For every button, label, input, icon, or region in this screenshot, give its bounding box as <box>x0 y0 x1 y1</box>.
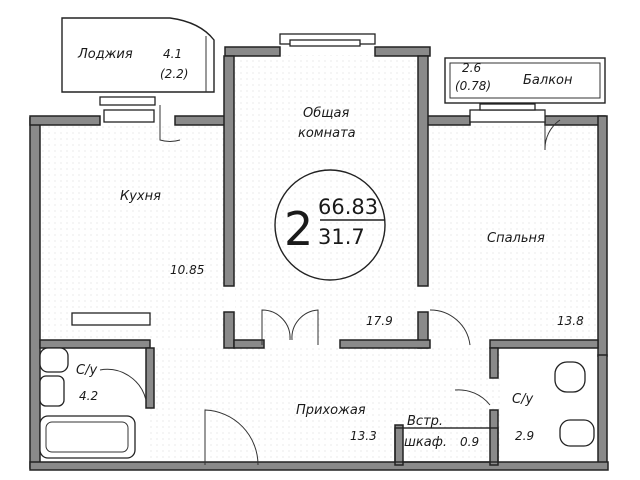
right-bathroom-fixtures <box>554 361 595 447</box>
loggia-area-alt: (2.2) <box>160 67 188 81</box>
hall-area: 13.3 <box>350 429 377 443</box>
bath-left-name: С/у <box>76 363 97 378</box>
living-area: 17.9 <box>366 314 393 328</box>
living-area: 31.7 <box>318 225 365 249</box>
kitchen-area: 10.85 <box>170 263 204 277</box>
balcony-outline <box>444 57 606 104</box>
loggia-name: Лоджия <box>77 47 133 62</box>
living-name-line1: Общая <box>303 106 349 121</box>
hall-name: Прихожая <box>296 403 366 418</box>
total-area: 66.83 <box>318 195 378 219</box>
closet-area: 0.9 <box>460 435 479 449</box>
left-bathroom-fixtures <box>39 347 136 459</box>
balcony-area-alt: (0.78) <box>455 79 491 93</box>
kitchen-name: Кухня <box>120 189 161 204</box>
hall-area-fill <box>150 348 500 460</box>
bath-right-name: С/у <box>512 392 533 407</box>
living-area-fill <box>235 55 420 340</box>
loggia-outline <box>61 17 215 93</box>
loggia-area: 4.1 <box>163 47 182 61</box>
bedroom-area-fill <box>428 125 598 340</box>
kitchen-area-fill <box>40 125 225 340</box>
closet-name-line1: Встр. <box>407 414 443 429</box>
balcony-area: 2.6 <box>462 61 481 75</box>
doors <box>99 105 561 466</box>
outer-walls <box>29 46 609 471</box>
bedroom-name: Спальня <box>487 231 545 246</box>
balcony-name: Балкон <box>523 73 573 88</box>
bath-left-area: 4.2 <box>79 389 98 403</box>
windows <box>71 33 546 326</box>
bedroom-area: 13.8 <box>557 314 584 328</box>
living-name-line2: комната <box>298 126 356 141</box>
bath-right-area: 2.9 <box>515 429 534 443</box>
closet-outline <box>394 427 499 463</box>
interior-walls <box>39 55 599 466</box>
summary-circle <box>274 169 386 281</box>
closet-name-line2: шкаф. <box>404 435 447 450</box>
room-count: 2 <box>284 202 313 256</box>
